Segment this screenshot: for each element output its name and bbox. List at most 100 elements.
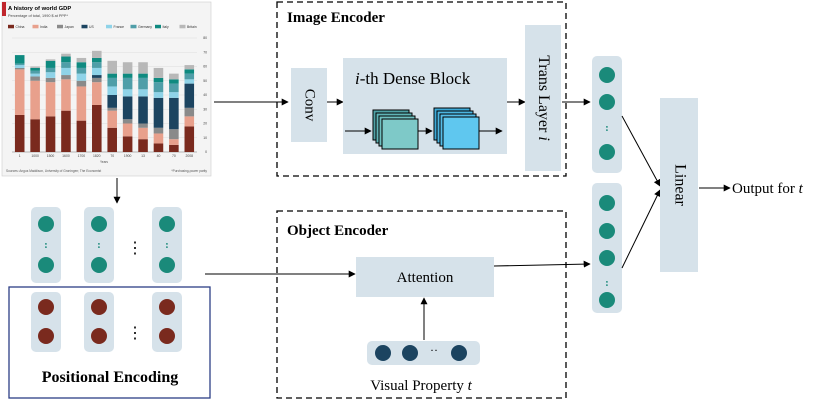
image-encoder: Image Encoder Conv i-th Dense Block Tran… — [276, 1, 567, 177]
object-encoder-title: Object Encoder — [287, 223, 389, 239]
bar-segment — [92, 50, 102, 58]
bar-segment — [107, 86, 117, 95]
x-tick-label: 1900 — [124, 154, 132, 158]
token-ellipsis: ⋮ — [127, 240, 143, 257]
bar-segment — [92, 75, 102, 78]
bar-segment — [169, 129, 179, 140]
bar-segment — [153, 127, 164, 134]
token-node — [91, 257, 107, 273]
image-vector-dots: : — [605, 122, 609, 134]
trans-layer-index: i — [535, 136, 552, 140]
bar-segment — [30, 76, 40, 81]
positional-token-vectors: : : ⋮ : — [31, 207, 182, 283]
legend-label: Britain — [187, 25, 197, 29]
bar-segment — [122, 123, 133, 137]
bar-segment — [107, 107, 117, 111]
bar-segment — [92, 77, 102, 83]
bar-segment — [76, 80, 87, 87]
bar-segment — [169, 139, 179, 145]
token-vector-dots: : — [44, 239, 48, 251]
chart-bars — [14, 50, 195, 152]
arrow-attention-to-vector — [493, 260, 591, 268]
y-tick-label: 50 — [203, 79, 207, 83]
image-encoder-title: Image Encoder — [287, 10, 385, 26]
positional-encoding-box: ⋮ Positional Encoding — [8, 286, 211, 399]
bar-segment — [76, 67, 87, 74]
feature-map-stack-1 — [372, 109, 419, 150]
bar-segment — [76, 86, 87, 121]
bar-segment — [184, 73, 195, 80]
y-tick-label: 10 — [203, 136, 207, 140]
bar-segment — [30, 73, 40, 77]
output-var: t — [799, 181, 804, 197]
chart-x-axis-title: Years — [100, 160, 108, 164]
bar-segment — [184, 116, 195, 127]
y-tick-label: 80 — [203, 36, 207, 40]
bar-segment — [45, 116, 56, 152]
bar-segment — [153, 67, 164, 78]
legend-swatch — [130, 24, 137, 29]
bar-segment — [61, 56, 71, 63]
chart-source: Sources: Angus Maddison, University of G… — [6, 169, 101, 173]
bar-segment — [30, 67, 40, 71]
position-node — [38, 328, 54, 344]
bar-segment — [45, 67, 56, 73]
dense-block — [343, 58, 507, 154]
bar-segment — [92, 67, 102, 76]
linear-block — [660, 98, 698, 272]
feature-map-stack-2 — [433, 107, 480, 150]
x-tick-label: 1820 — [93, 154, 101, 158]
bar-segment — [153, 97, 164, 128]
legend-label: US — [89, 25, 94, 29]
x-tick-label: 13 — [141, 154, 145, 158]
bar-segment — [107, 73, 117, 78]
object-vector-dots: : — [605, 277, 609, 289]
bar-segment — [184, 69, 195, 74]
bar-segment — [107, 95, 117, 108]
bar-segment — [122, 73, 133, 78]
x-tick-label: 1700 — [78, 154, 86, 158]
positional-encoding-label: Positional Encoding — [42, 369, 178, 386]
attention-block — [356, 257, 494, 297]
bar-segment — [92, 104, 102, 152]
bar-segment — [14, 63, 25, 66]
position-ellipsis: ⋮ — [127, 325, 143, 342]
x-tick-label: 1000 — [31, 154, 39, 158]
visual-property-node — [375, 345, 391, 361]
token-node — [159, 216, 175, 232]
bar-segment — [138, 96, 148, 124]
linear-label: Linear — [671, 164, 688, 206]
bar-segment — [30, 70, 40, 74]
object-encoder-frame — [276, 210, 567, 399]
position-node — [159, 328, 175, 344]
token-node — [38, 257, 54, 273]
x-tick-label: 70 — [110, 154, 114, 158]
bar-segment — [138, 139, 148, 152]
x-tick-label: 1 — [19, 154, 21, 158]
image-vector-bg — [592, 56, 622, 173]
token-node — [159, 257, 175, 273]
bar-segment — [184, 65, 195, 70]
bar-segment — [76, 120, 87, 152]
legend-swatch — [81, 24, 88, 29]
bar-segment — [30, 66, 40, 68]
dense-block-index: i — [355, 69, 360, 88]
bar-segment — [169, 83, 179, 93]
dense-block-label: -th Dense Block — [360, 69, 471, 88]
x-tick-label: 1600 — [62, 154, 70, 158]
chart-subtitle: Percentage of total, 1990 $ at PPP* — [8, 14, 68, 18]
legend-label: Japan — [65, 25, 74, 29]
image-encoder-frame — [276, 1, 567, 177]
bar-segment — [138, 73, 148, 78]
legend-swatch — [32, 24, 39, 29]
token-vector-dots: : — [97, 239, 101, 251]
x-tick-label: 70 — [172, 154, 176, 158]
bar-segment — [14, 69, 25, 115]
dense-block-title: i-th Dense Block — [355, 69, 471, 88]
bar-segment — [122, 89, 133, 97]
bar-segment — [169, 97, 179, 130]
y-tick-label: 70 — [203, 50, 207, 54]
arrow-image-vector-to-linear — [621, 115, 661, 187]
bar-segment — [61, 53, 71, 57]
